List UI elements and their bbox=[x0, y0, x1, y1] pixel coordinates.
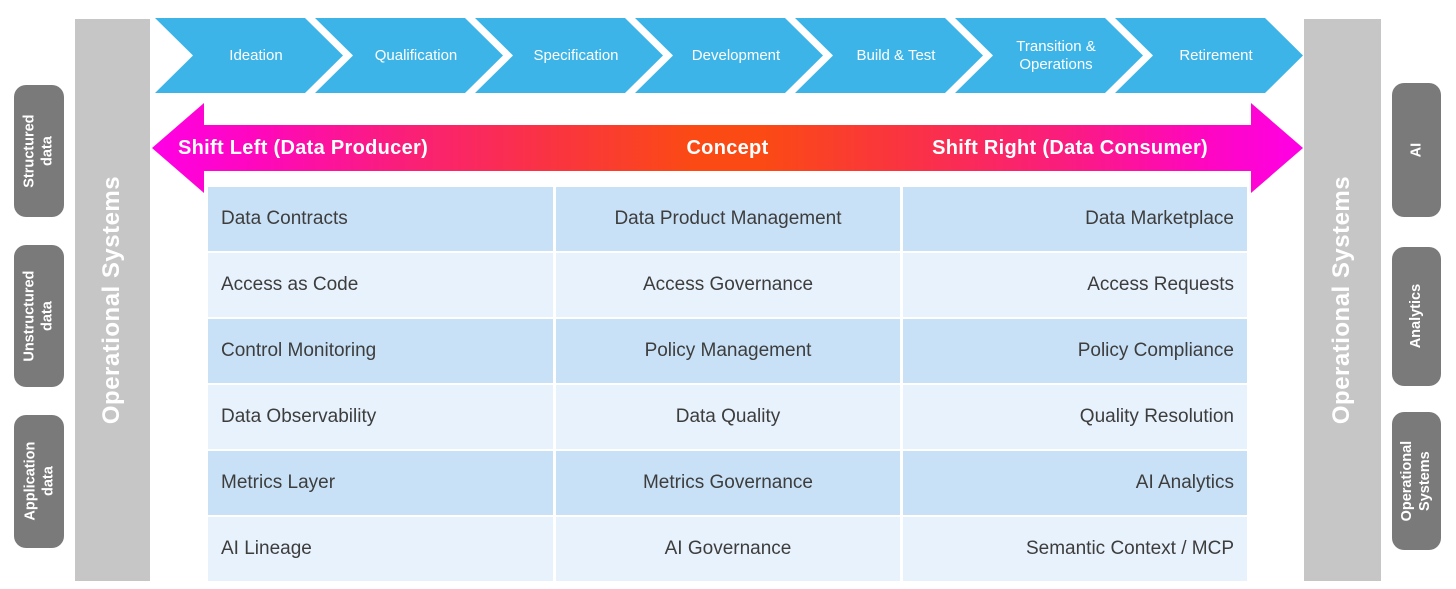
matrix-cell: Data Marketplace bbox=[903, 187, 1247, 251]
matrix-cell: Metrics Governance bbox=[556, 451, 900, 515]
consumer-box-ai: AI bbox=[1392, 83, 1441, 217]
matrix-cell: Access Governance bbox=[556, 253, 900, 317]
lifecycle-stage-qualification: Qualification bbox=[315, 18, 503, 93]
matrix-cell: Data Quality bbox=[556, 385, 900, 449]
matrix-cell: Access Requests bbox=[903, 253, 1247, 317]
matrix-cell: Data Product Management bbox=[556, 187, 900, 251]
stage-label: Transition & Operations bbox=[1016, 37, 1096, 73]
stage-label: Specification bbox=[533, 46, 619, 64]
left-bar-label: Operational Systems bbox=[98, 175, 126, 425]
left-operational-systems-bar: Operational Systems bbox=[75, 19, 150, 581]
source-box-application-data: Application data bbox=[14, 415, 64, 548]
stage-label: Qualification bbox=[374, 46, 458, 64]
right-bar-label: Operational Systems bbox=[1328, 175, 1356, 425]
lifecycle-chevron-row: Ideation Qualification Specification Dev… bbox=[155, 18, 1303, 93]
lifecycle-stage-specification: Specification bbox=[475, 18, 663, 93]
source-box-label: Unstructured data bbox=[21, 270, 57, 362]
capability-matrix: Data Contracts Data Product Management D… bbox=[208, 187, 1247, 581]
consumer-box-analytics: Analytics bbox=[1392, 247, 1441, 386]
shift-gradient-arrow: Shift Left (Data Producer) Concept Shift… bbox=[152, 103, 1303, 193]
matrix-cell: Metrics Layer bbox=[208, 451, 553, 515]
matrix-cell: Control Monitoring bbox=[208, 319, 553, 383]
source-box-label: Structured data bbox=[21, 114, 57, 188]
stage-label: Retirement bbox=[1179, 46, 1253, 64]
lifecycle-stage-retirement: Retirement bbox=[1115, 18, 1303, 93]
matrix-cell: Policy Compliance bbox=[903, 319, 1247, 383]
lifecycle-stage-development: Development bbox=[635, 18, 823, 93]
shift-left-label: Shift Left (Data Producer) bbox=[178, 136, 429, 159]
right-operational-systems-bar: Operational Systems bbox=[1304, 19, 1381, 581]
lifecycle-stage-ideation: Ideation bbox=[155, 18, 343, 93]
source-box-label: Application data bbox=[21, 442, 57, 521]
matrix-cell: AI Lineage bbox=[208, 517, 553, 581]
matrix-cell: Quality Resolution bbox=[903, 385, 1247, 449]
lifecycle-stage-build-test: Build & Test bbox=[795, 18, 983, 93]
lifecycle-stage-transition-operations: Transition & Operations bbox=[955, 18, 1143, 93]
stage-label: Build & Test bbox=[856, 46, 936, 64]
stage-label: Ideation bbox=[229, 46, 283, 64]
source-box-unstructured-data: Unstructured data bbox=[14, 245, 64, 387]
matrix-cell: Policy Management bbox=[556, 319, 900, 383]
stage-label: Development bbox=[691, 46, 781, 64]
source-box-structured-data: Structured data bbox=[14, 85, 64, 217]
consumer-box-label: AI bbox=[1408, 142, 1425, 158]
matrix-cell: Data Contracts bbox=[208, 187, 553, 251]
consumer-box-label: Operational Systems bbox=[1399, 440, 1434, 522]
concept-label: Concept bbox=[686, 136, 769, 159]
shift-right-label: Shift Right (Data Consumer) bbox=[932, 136, 1208, 159]
consumer-box-label: Analytics bbox=[1408, 284, 1425, 349]
matrix-cell: Data Observability bbox=[208, 385, 553, 449]
matrix-cell: Semantic Context / MCP bbox=[903, 517, 1247, 581]
matrix-cell: Access as Code bbox=[208, 253, 553, 317]
consumer-box-operational-systems: Operational Systems bbox=[1392, 412, 1441, 550]
matrix-cell: AI Analytics bbox=[903, 451, 1247, 515]
matrix-cell: AI Governance bbox=[556, 517, 900, 581]
